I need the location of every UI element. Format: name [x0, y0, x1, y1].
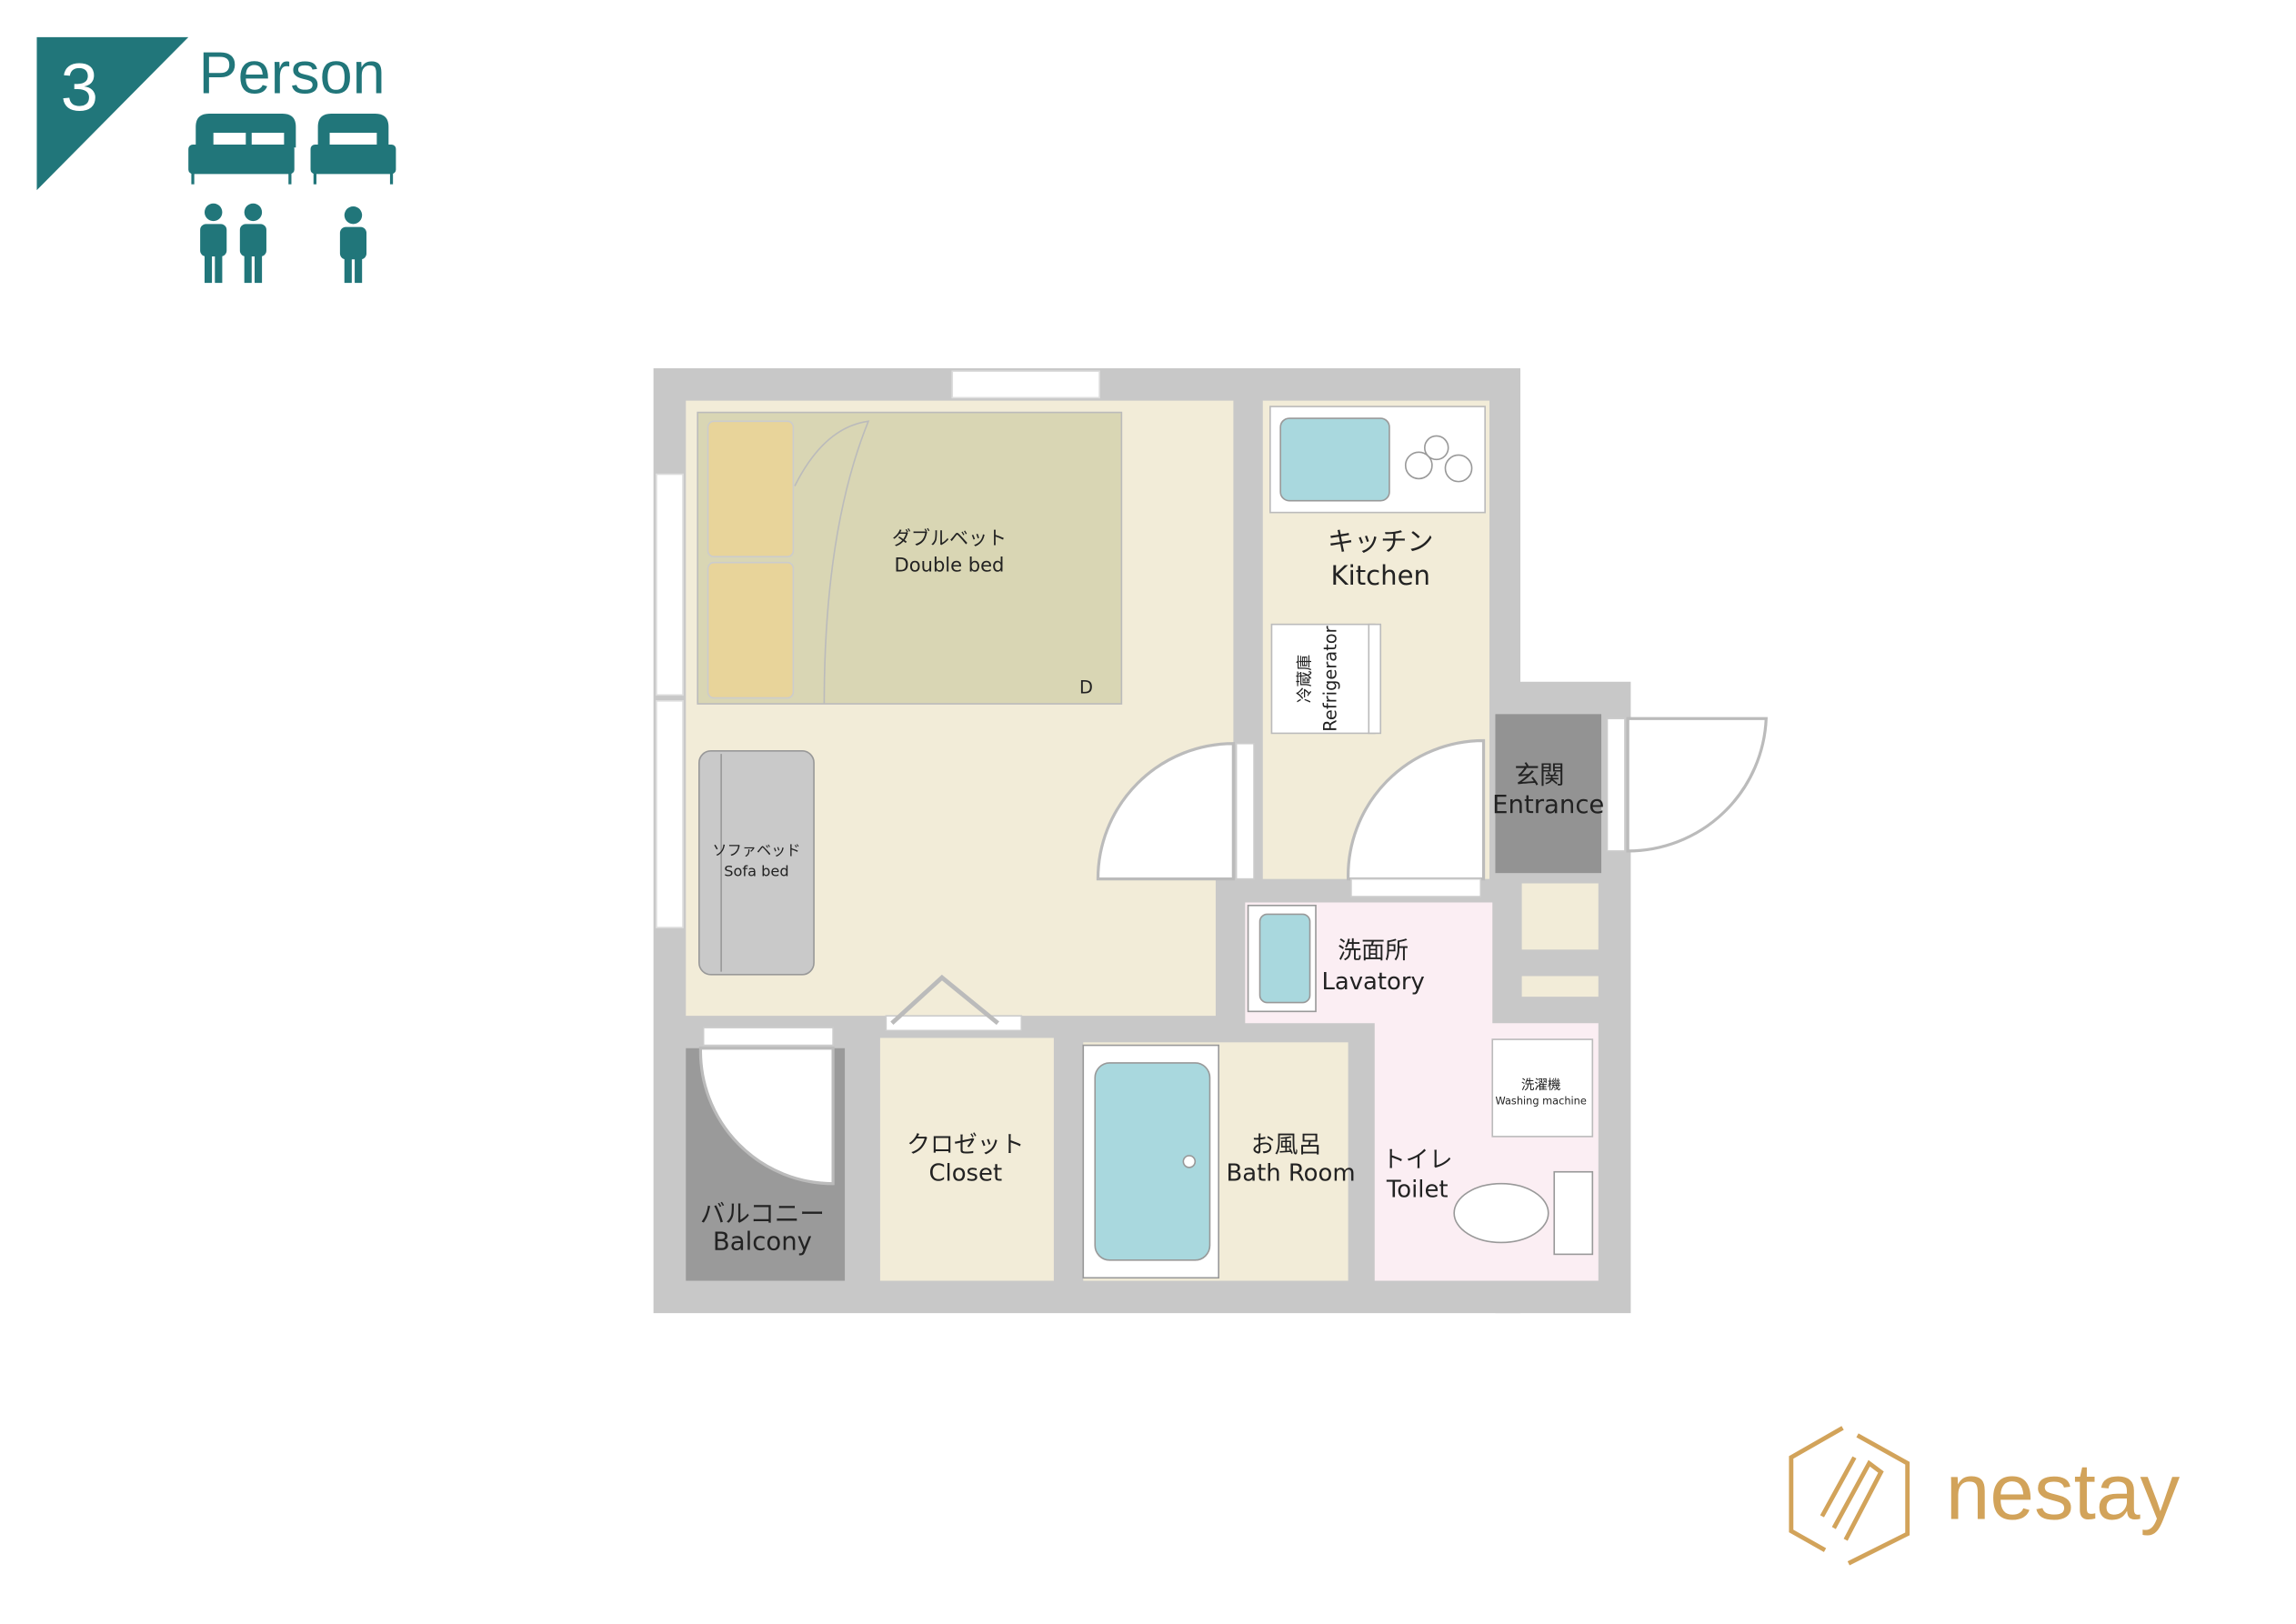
double-bed: ダブルベット Double bed D	[697, 411, 1123, 705]
closet	[879, 1038, 1054, 1281]
washing-machine-label-jp: 洗濯機	[1521, 1078, 1561, 1093]
double-bed-label-en: Double bed	[895, 553, 1005, 576]
person-icon	[339, 206, 367, 284]
balcony-label-jp: バルコニー	[700, 1199, 825, 1228]
main-room-door[interactable]	[1096, 742, 1255, 881]
refrigerator: 冷蔵庫 Refrigerator	[1270, 623, 1382, 735]
window-left-upper	[656, 473, 684, 697]
capacity-badge: 3 Person	[36, 36, 396, 284]
entrance-label-en: Entrance	[1492, 790, 1604, 819]
refrigerator-label-en: Refrigerator	[1320, 626, 1341, 731]
bathtub	[1082, 1044, 1220, 1279]
washbasin	[1247, 904, 1317, 1013]
double-bed-label-jp: ダブルベット	[892, 526, 1007, 549]
window-top	[951, 370, 1100, 399]
refrigerator-label-jp: 冷蔵庫	[1296, 655, 1315, 703]
kitchen-label-jp: キッチン	[1328, 526, 1434, 557]
closet-label-jp: クロゼット	[907, 1132, 1024, 1159]
window-left-lower	[656, 699, 684, 928]
person-icon	[239, 203, 266, 284]
washing-machine: 洗濯機 Washing machine	[1491, 1038, 1594, 1138]
bath-room-label-en: Bath Room	[1226, 1159, 1355, 1187]
badge-triangle	[36, 36, 189, 191]
nestay-logo: nestay	[1789, 1426, 2181, 1566]
balcony-label-en: Balcony	[713, 1228, 812, 1257]
toilet-label-en: Toilet	[1386, 1176, 1449, 1203]
front-door[interactable]	[1606, 717, 1768, 853]
entrance	[1495, 714, 1602, 874]
toilet-label-jp: トイレ	[1382, 1147, 1453, 1174]
bed-marker: D	[1079, 677, 1093, 698]
toilet-bowl	[1453, 1170, 1594, 1256]
lavatory-label-jp: 洗面所	[1338, 937, 1409, 965]
shelf	[1521, 976, 1599, 997]
kitchen-door[interactable]	[1347, 738, 1486, 897]
person-label: Person	[199, 39, 386, 105]
balcony-door[interactable]	[698, 1027, 835, 1186]
kitchen-label-en: Kitchen	[1331, 560, 1430, 591]
person-icon	[200, 203, 227, 284]
kitchen-counter	[1269, 406, 1486, 514]
double-bed-icon	[188, 113, 296, 185]
logo-text: nestay	[1946, 1448, 2181, 1537]
sofa-bed-label-en: Sofa bed	[724, 862, 788, 879]
closet-label-en: Closet	[928, 1159, 1002, 1187]
storage	[1521, 883, 1599, 950]
sofa-bed-label-jp: ソファベッド	[712, 842, 800, 859]
single-bed-icon	[310, 113, 396, 185]
person-count: 3	[61, 50, 98, 125]
lavatory-label-en: Lavatory	[1321, 968, 1424, 996]
entrance-label-jp: 玄関	[1515, 760, 1565, 789]
sofa-bed: ソファベッド Sofa bed	[698, 750, 815, 976]
closet-door[interactable]	[885, 974, 1023, 1032]
bath-room-label-jp: お風呂	[1251, 1132, 1322, 1159]
washing-machine-label-en: Washing machine	[1496, 1094, 1587, 1107]
